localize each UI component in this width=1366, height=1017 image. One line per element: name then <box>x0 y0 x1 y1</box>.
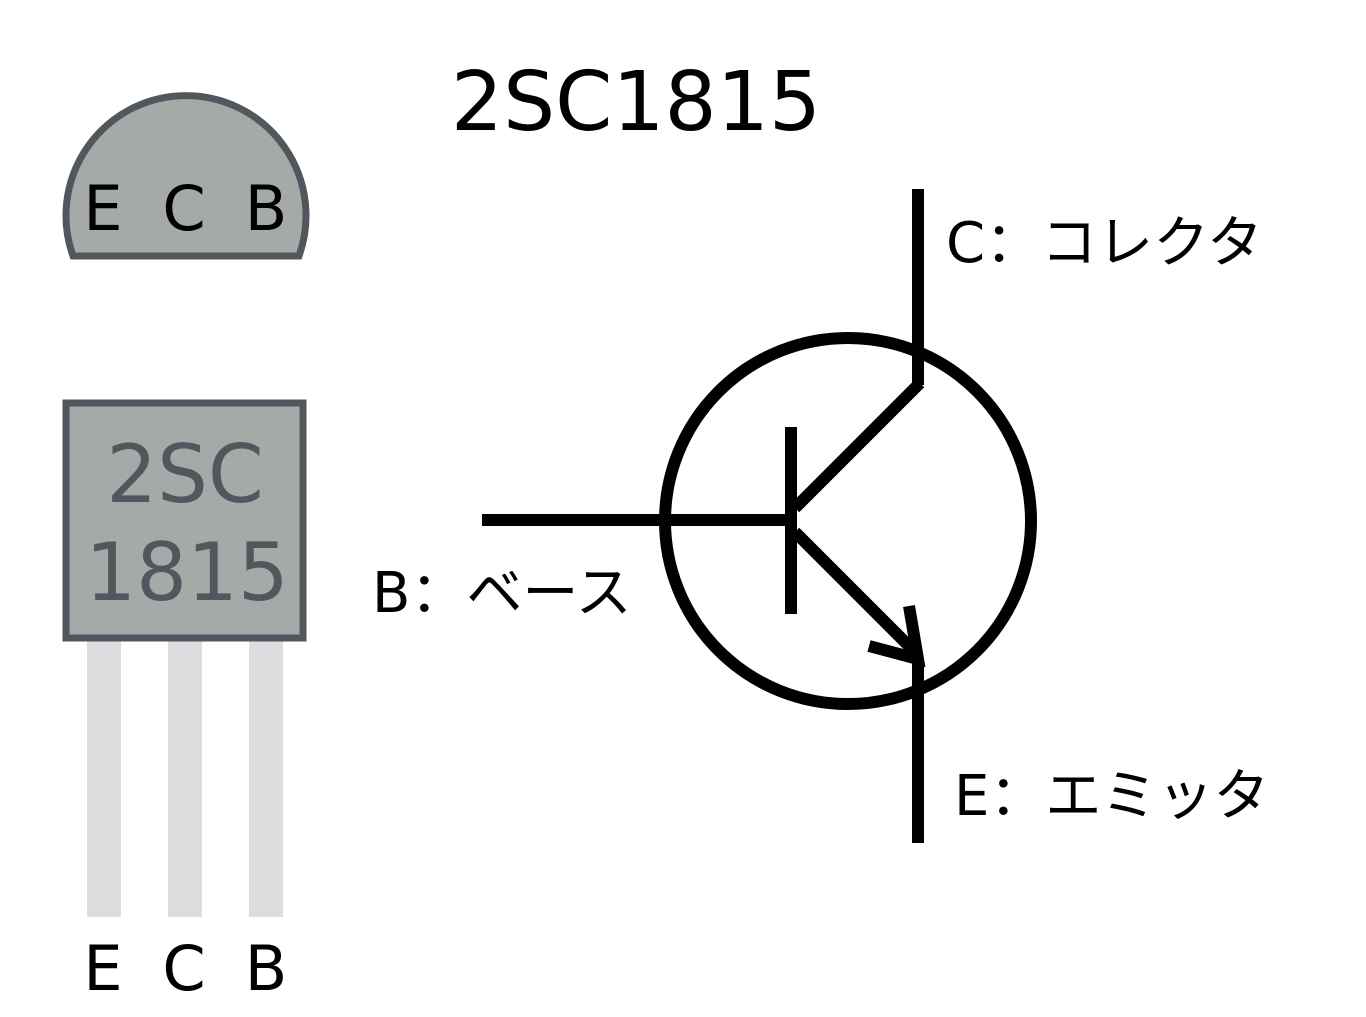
diagram-title: 2SC1815 <box>451 55 821 150</box>
front-view-package: 2SC 1815 E C B <box>62 399 307 1005</box>
leg-base <box>249 641 283 917</box>
bottom-pin-label-b: B <box>245 932 288 1005</box>
emitter-arrow-icon <box>867 604 926 668</box>
top-pin-label-c: C <box>162 172 205 245</box>
collector-label: C：コレクタ <box>946 211 1263 276</box>
emitter-diagonal <box>790 527 920 657</box>
package-marking-line2: 1815 <box>85 526 289 619</box>
bottom-pin-label-c: C <box>162 932 205 1005</box>
npn-symbol <box>482 189 1037 843</box>
collector-diagonal <box>790 378 925 513</box>
emitter-label: E：エミッタ <box>954 764 1269 829</box>
base-label: B：ベース <box>372 561 632 626</box>
leg-emitter <box>87 641 121 917</box>
bottom-pin-label-e: E <box>83 932 122 1005</box>
leg-collector <box>168 641 202 917</box>
package-body <box>62 399 307 642</box>
top-view-package: E C B <box>62 92 310 260</box>
top-pin-label-b: B <box>245 172 288 245</box>
package-marking-line1: 2SC <box>106 428 264 521</box>
top-pin-label-e: E <box>83 172 122 245</box>
